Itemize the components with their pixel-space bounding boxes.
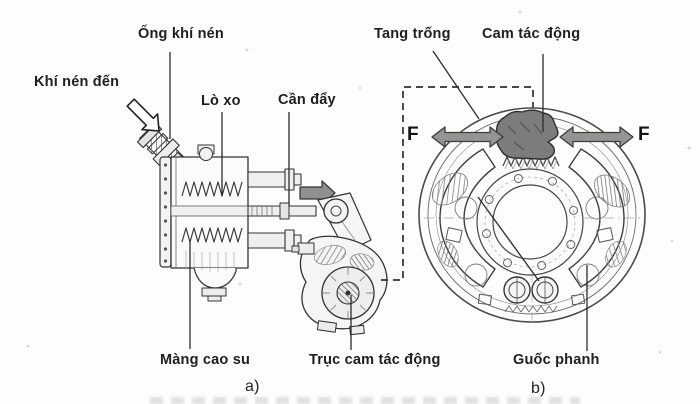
- label-air-pipe: Ống khí nén: [138, 26, 224, 42]
- label-cam-shaft: Trục cam tác động: [309, 352, 441, 368]
- label-force-left: F: [407, 124, 419, 145]
- push-rod: [247, 202, 317, 220]
- force-arrows: [431, 126, 634, 148]
- label-push-rod: Cần đẩy: [278, 92, 336, 108]
- anchor-pins: [503, 276, 559, 304]
- caption-panel-a: a): [245, 378, 260, 395]
- cropped-caption-artifact: [150, 397, 580, 404]
- force-arrow-right-icon: [559, 126, 634, 148]
- label-diaphragm: Màng cao su: [160, 352, 251, 368]
- chamber-spring-top: [181, 181, 243, 197]
- chamber-spring-bottom: [181, 227, 243, 243]
- label-brake-shoe: Guốc phanh: [513, 352, 600, 368]
- label-drum: Tang trống: [374, 26, 451, 42]
- scan-noise: [26, 10, 691, 354]
- label-spring: Lò xo: [201, 93, 241, 109]
- caption-panel-b: b): [531, 380, 546, 397]
- brake-drum-drawing: [418, 107, 646, 323]
- force-arrow-left-icon: [431, 126, 504, 148]
- air-inlet-arrow-icon: [126, 98, 160, 132]
- cam-lobe-shape: [495, 109, 559, 160]
- label-cam: Cam tác động: [482, 26, 581, 42]
- slack-adjuster-drawing: [291, 192, 388, 336]
- label-air-supply: Khí nén đến: [34, 74, 120, 90]
- label-force-right: F: [638, 124, 650, 145]
- leader-lines: [169, 50, 588, 351]
- cam-linkage-dashed-line: [381, 86, 534, 281]
